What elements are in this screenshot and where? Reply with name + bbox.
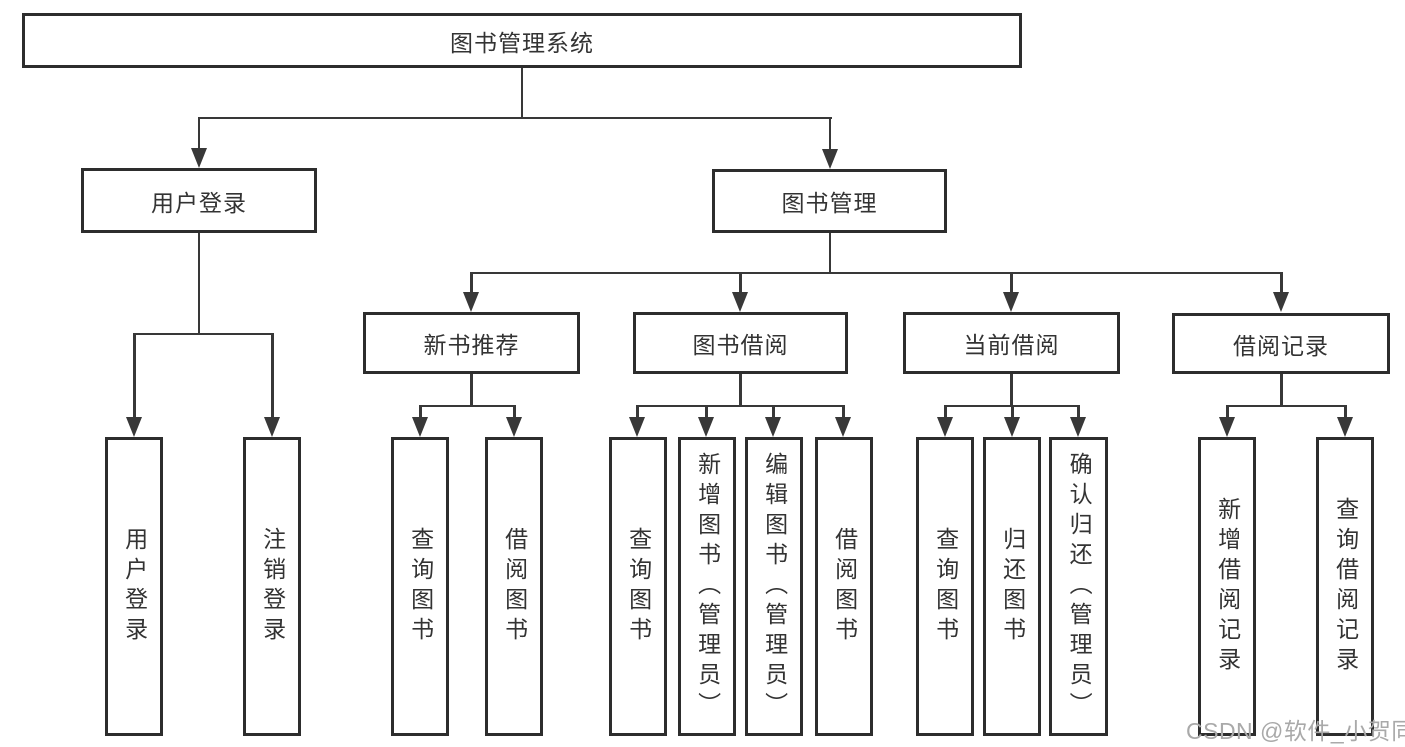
node-user-login-label: 用户登录 xyxy=(151,189,247,216)
arrowhead-query-borrow-record xyxy=(1337,417,1353,437)
arrowhead-new-book-recommend xyxy=(463,292,479,312)
leaf-query-books-recommend: 查询图书 xyxy=(391,437,449,736)
connector-drop-query-borrow-record xyxy=(1344,405,1347,421)
connector-drop-query-books-current xyxy=(944,405,947,421)
leaf-query-books-borrowing: 查询图书 xyxy=(609,437,667,736)
arrowhead-current-borrowing xyxy=(1003,292,1019,312)
watermark: CSDN @软件_小贺同学 xyxy=(1186,718,1405,744)
node-user-login: 用户登录 xyxy=(81,168,317,233)
leaf-query-books-current-label: 查询图书 xyxy=(932,526,959,647)
connector-drop-borrow-books-recommend xyxy=(513,405,516,421)
leaf-add-books-admin-label: 新增图书（管理员） xyxy=(694,451,721,722)
connector-book-borrowing-stem xyxy=(739,374,742,406)
leaf-add-books-admin: 新增图书（管理员） xyxy=(678,437,736,736)
leaf-confirm-return-admin-label: 确认归还（管理员） xyxy=(1066,451,1093,722)
node-current-borrowing: 当前借阅 xyxy=(903,312,1120,374)
node-borrowing-records: 借阅记录 xyxy=(1172,313,1390,374)
connector-drop-current-borrowing xyxy=(1010,272,1013,294)
arrowhead-add-borrow-record xyxy=(1219,417,1235,437)
node-new-book-recommend-label: 新书推荐 xyxy=(423,332,520,358)
connector-root-stem xyxy=(520,68,523,118)
arrowhead-book-borrowing xyxy=(732,292,748,312)
arrowhead-borrowing-records xyxy=(1273,292,1289,312)
leaf-edit-books-admin: 编辑图书（管理员） xyxy=(745,437,803,736)
connector-root-rail xyxy=(197,116,832,119)
connector-drop-add-borrow-record xyxy=(1226,405,1229,421)
leaf-query-borrow-record: 查询借阅记录 xyxy=(1316,437,1374,736)
connector-user-login-stem xyxy=(197,233,200,334)
node-book-borrowing: 图书借阅 xyxy=(633,312,848,374)
connector-drop-query-books-borrowing xyxy=(636,405,639,421)
connector-borrowing-records-rail xyxy=(1226,404,1346,407)
leaf-add-borrow-record-label: 新增借阅记录 xyxy=(1214,496,1241,677)
leaf-user-login: 用户登录 xyxy=(105,437,163,736)
connector-drop-return-books xyxy=(1011,405,1014,421)
leaf-logout-label: 注销登录 xyxy=(259,526,286,647)
leaf-return-books: 归还图书 xyxy=(983,437,1041,736)
arrowhead-edit-books-admin xyxy=(765,417,781,437)
leaf-edit-books-admin-label: 编辑图书（管理员） xyxy=(761,451,788,722)
arrowhead-query-books-recommend xyxy=(412,417,428,437)
connector-drop-leaf-logout xyxy=(271,333,274,419)
connector-drop-add-books-admin xyxy=(705,405,708,421)
leaf-query-books-recommend-label: 查询图书 xyxy=(407,526,434,647)
connector-drop-query-books-recommend xyxy=(419,405,422,421)
leaf-borrow-books-borrowing-label: 借阅图书 xyxy=(831,526,858,647)
connector-drop-user-login xyxy=(197,117,200,151)
arrowhead-leaf-user-login xyxy=(126,417,142,437)
node-new-book-recommend: 新书推荐 xyxy=(363,312,580,374)
node-root: 图书管理系统 xyxy=(22,13,1022,68)
node-root-label: 图书管理系统 xyxy=(450,29,594,56)
arrowhead-borrow-books-recommend xyxy=(506,417,522,437)
connector-borrowing-records-stem xyxy=(1280,374,1283,406)
node-book-management-label: 图书管理 xyxy=(781,190,878,216)
connector-drop-confirm-return-admin xyxy=(1077,405,1080,421)
connector-drop-book-management xyxy=(828,117,831,151)
leaf-user-login-label: 用户登录 xyxy=(121,526,148,647)
leaf-confirm-return-admin: 确认归还（管理员） xyxy=(1049,437,1108,736)
leaf-query-borrow-record-label: 查询借阅记录 xyxy=(1332,496,1359,677)
connector-book-management-stem xyxy=(828,233,831,273)
connector-user-login-rail xyxy=(132,332,274,335)
connector-drop-leaf-user-login xyxy=(133,333,136,419)
leaf-return-books-label: 归还图书 xyxy=(999,526,1026,647)
connector-new-book-stem xyxy=(470,374,473,406)
node-borrowing-records-label: 借阅记录 xyxy=(1233,332,1329,359)
node-book-management: 图书管理 xyxy=(712,169,947,233)
leaf-borrow-books-recommend-label: 借阅图书 xyxy=(501,526,528,647)
connector-new-book-rail xyxy=(419,404,515,407)
leaf-query-books-borrowing-label: 查询图书 xyxy=(625,526,652,647)
connector-book-borrowing-rail xyxy=(636,404,844,407)
leaf-add-borrow-record: 新增借阅记录 xyxy=(1198,437,1256,736)
arrowhead-leaf-logout xyxy=(264,417,280,437)
node-book-borrowing-label: 图书借阅 xyxy=(692,332,789,358)
connector-drop-edit-books-admin xyxy=(772,405,775,421)
arrowhead-add-books-admin xyxy=(698,417,714,437)
leaf-logout: 注销登录 xyxy=(243,437,301,736)
arrowhead-confirm-return-admin xyxy=(1070,417,1086,437)
node-current-borrowing-label: 当前借阅 xyxy=(963,332,1060,358)
connector-drop-book-borrowing xyxy=(739,272,742,294)
arrowhead-user-login xyxy=(191,148,207,168)
connector-current-borrowing-stem xyxy=(1010,374,1013,406)
leaf-borrow-books-borrowing: 借阅图书 xyxy=(815,437,873,736)
connector-book-management-rail xyxy=(469,271,1282,274)
leaf-query-books-current: 查询图书 xyxy=(916,437,974,736)
arrowhead-book-management xyxy=(822,149,838,169)
leaf-borrow-books-recommend: 借阅图书 xyxy=(485,437,543,736)
arrowhead-query-books-current xyxy=(937,417,953,437)
arrowhead-query-books-borrowing xyxy=(629,417,645,437)
connector-drop-borrowing-records xyxy=(1280,272,1283,294)
connector-drop-new-book-recommend xyxy=(470,272,473,294)
arrowhead-borrow-books-borrowing xyxy=(835,417,851,437)
connector-drop-borrow-books-borrowing xyxy=(842,405,845,421)
arrowhead-return-books xyxy=(1004,417,1020,437)
